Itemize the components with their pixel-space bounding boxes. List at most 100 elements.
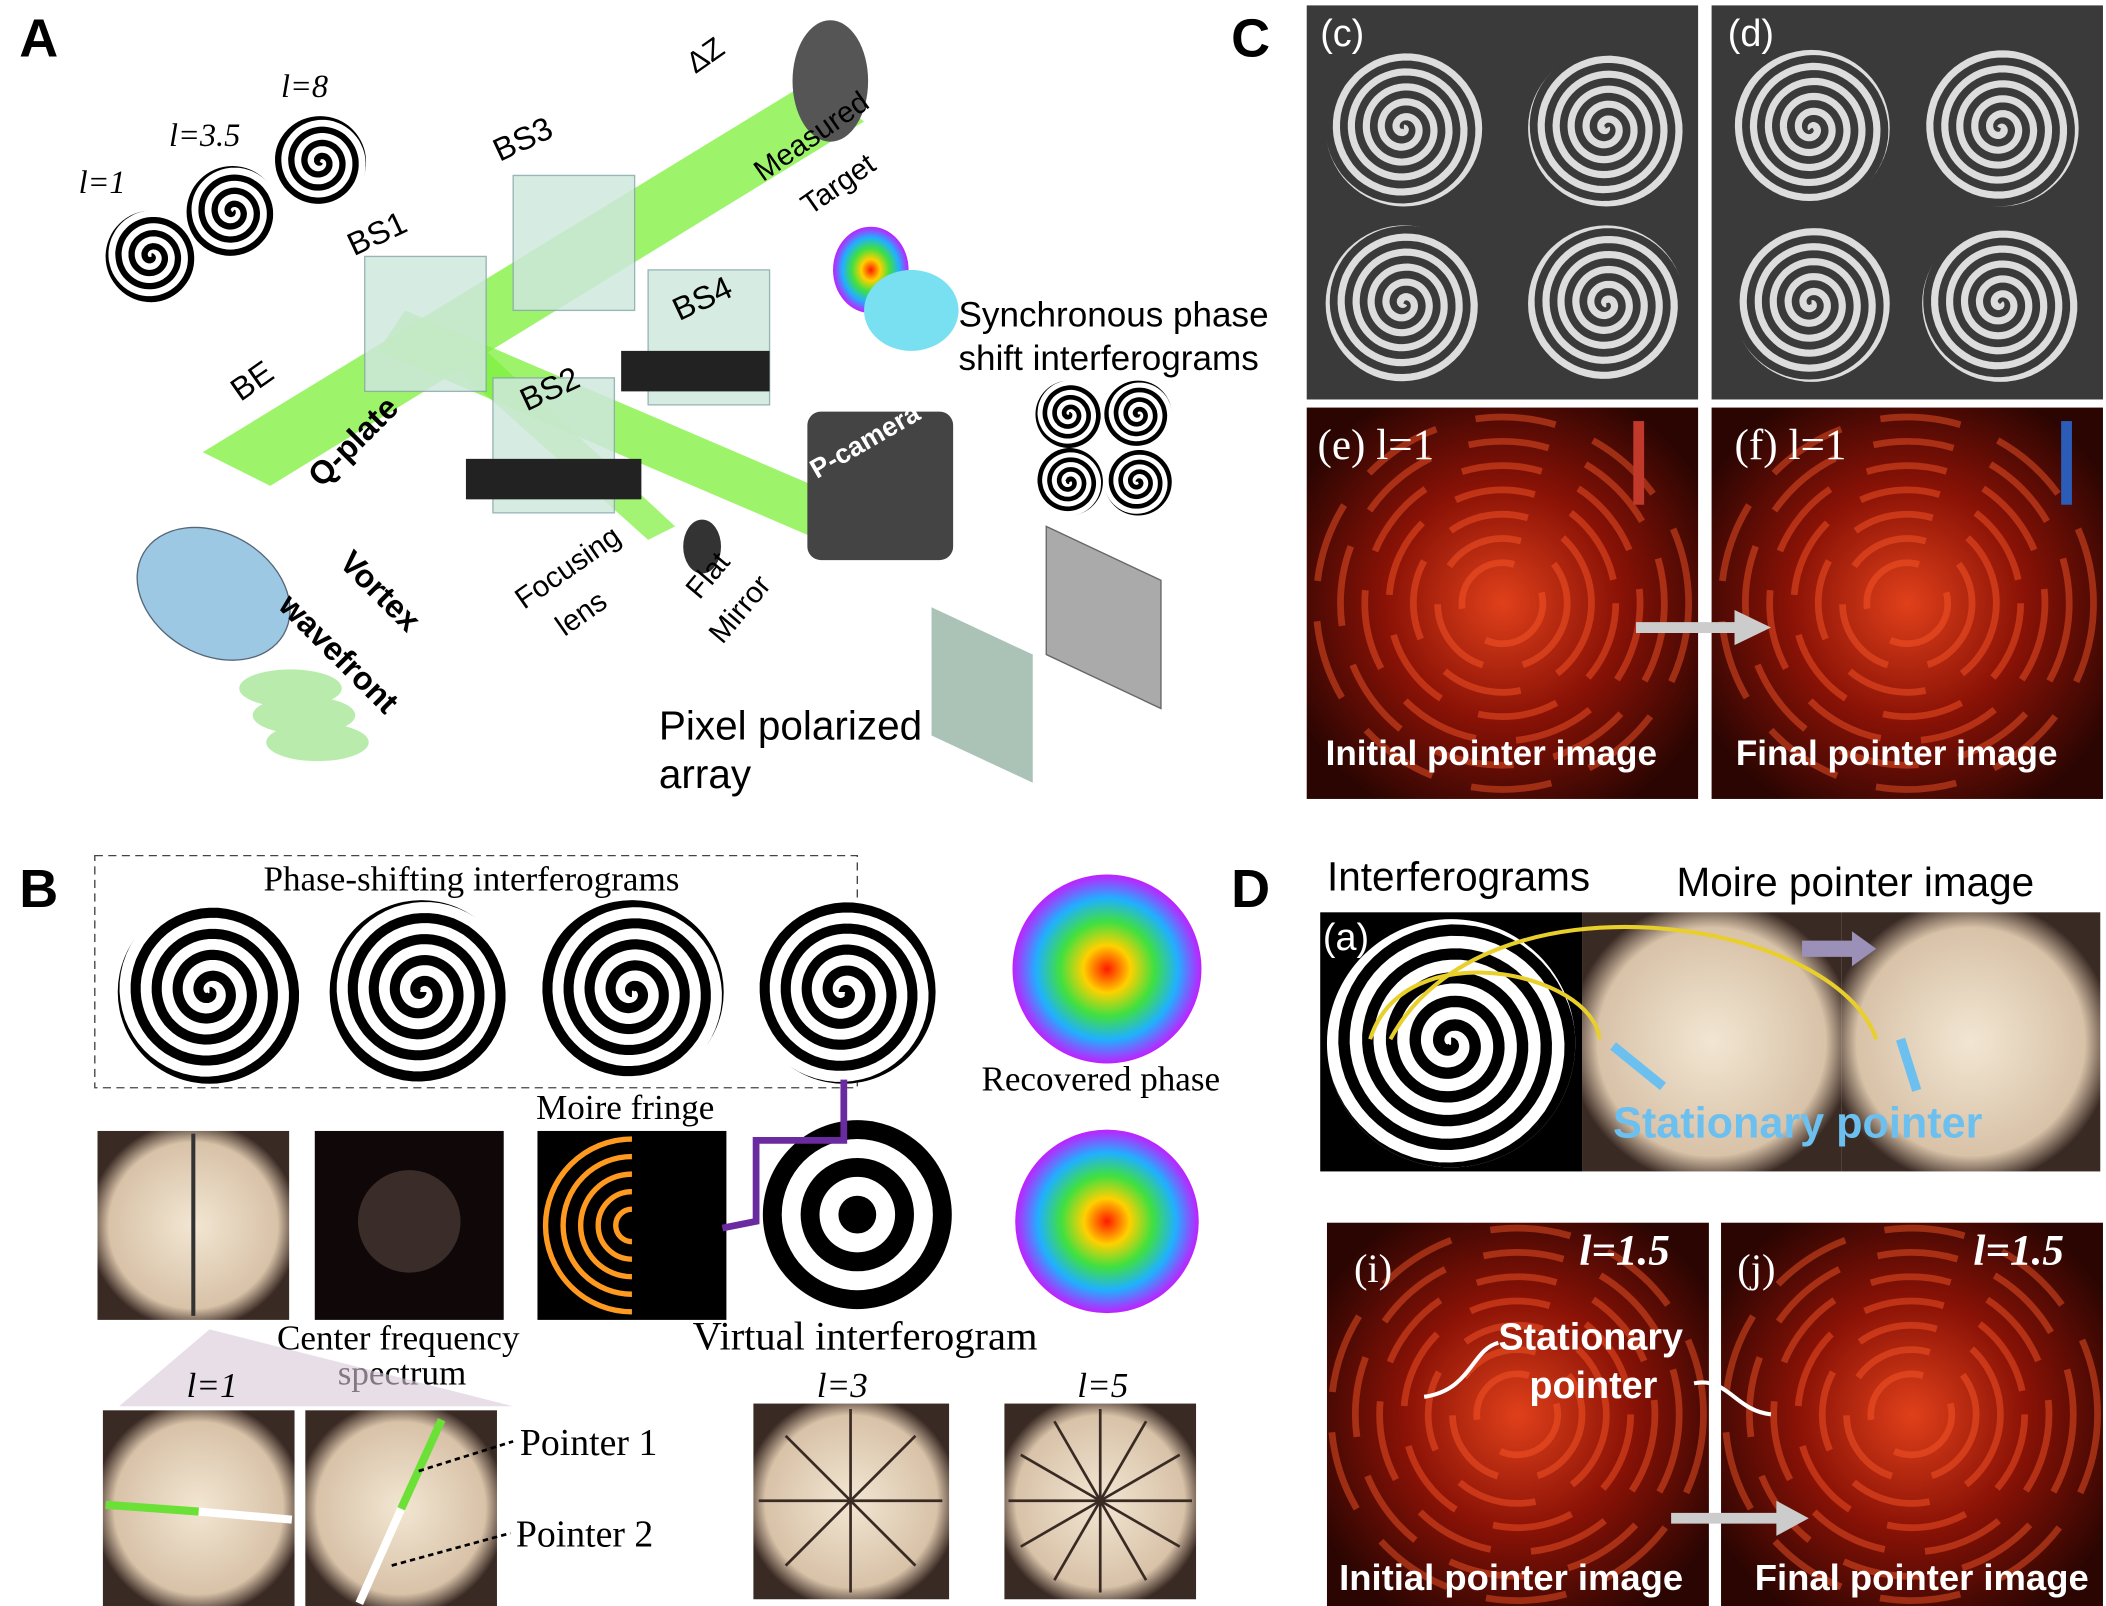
grey-interferogram <box>1922 225 2079 382</box>
panel-label-d: D <box>1231 859 1270 919</box>
pointer-2-line <box>355 1507 405 1605</box>
heatmap-fringe <box>1424 1321 1610 1507</box>
heatmap-fringe <box>1449 1346 1586 1483</box>
heatmap-fringe <box>1766 462 2049 745</box>
spiral-arm <box>275 116 367 208</box>
correspondence-arc <box>1368 970 1602 1040</box>
petal-boundary <box>1053 1500 1102 1581</box>
l5-label: l=5 <box>1077 1366 1128 1405</box>
sync-interferogram <box>1035 380 1103 449</box>
petal-boundary <box>849 1434 917 1502</box>
zoom-wedge <box>119 1329 514 1407</box>
heatmap-fringe <box>1717 413 2097 793</box>
virtual-interferogram <box>762 1120 952 1310</box>
heatmap-fringe <box>1863 559 1952 648</box>
heatmap-fringe <box>1741 437 2073 769</box>
flat-mirror <box>683 519 722 574</box>
callout-line <box>1693 1380 1772 1417</box>
pointer-1-line <box>105 1500 200 1516</box>
petal-boundary <box>1099 1420 1148 1502</box>
virtual-ring <box>838 1195 877 1234</box>
sublabel-f: (f) l=1 <box>1735 422 1847 469</box>
p-camera <box>807 411 954 561</box>
stationary-pointer-mark <box>1896 1037 1922 1092</box>
initial-pointer-caption: Initial pointer image <box>1326 734 1657 773</box>
heatmap-fringe <box>1376 1273 1659 1556</box>
q-plate-disc <box>136 526 291 661</box>
moire-ring <box>560 1153 632 1297</box>
pixel-sensor <box>1045 525 1162 710</box>
moire-ring <box>542 1136 632 1315</box>
cube-mount <box>465 458 642 500</box>
heatmap-fringe <box>1746 1249 2077 1580</box>
be-label: BE <box>224 354 280 408</box>
panel-d: Interferograms Moire pointer image (a) S… <box>1320 854 2103 1606</box>
grey-interferogram <box>1325 49 1483 207</box>
sync-label: shift interferograms <box>959 339 1259 378</box>
heatmap-fringe <box>1458 559 1547 648</box>
virtual-interferogram-label: Virtual interferogram <box>693 1314 1038 1359</box>
panel-label-a: A <box>19 9 58 69</box>
grey-interferogram <box>1528 49 1685 207</box>
pixel-array-label: Pixel polarized <box>659 703 922 749</box>
heatmap-fringe <box>1473 1370 1562 1459</box>
spiral-arm <box>1035 380 1103 449</box>
spiral-arm <box>752 900 936 1084</box>
spiral-arm <box>540 900 724 1084</box>
panel-b: Phase-shifting interferograms Recovered … <box>94 854 1220 1606</box>
sync-interferogram <box>1104 380 1172 449</box>
moire-ring <box>578 1171 632 1280</box>
pixel-array-label: array <box>659 751 752 797</box>
callout-line <box>1423 1340 1500 1399</box>
petal-boundary <box>1020 1453 1101 1502</box>
spiral-arm <box>1104 448 1172 516</box>
beam-splitter-cube <box>364 255 487 393</box>
grey-interferogram <box>1733 49 1890 207</box>
order-label-i: l=1.5 <box>1579 1228 1670 1275</box>
grey-interferogram <box>1325 225 1483 382</box>
heatmap-fringe <box>1790 486 2025 721</box>
final-pointer-caption-d: Final pointer image <box>1755 1557 2089 1598</box>
arrow-head <box>1734 610 1771 646</box>
bs3-label: BS3 <box>487 110 558 168</box>
pointer-2-label: Pointer 2 <box>516 1514 653 1556</box>
heatmap-fringe <box>1327 1224 1707 1604</box>
flow-arrow <box>721 1079 848 1232</box>
spiral-l8 <box>274 116 367 208</box>
initial-pointer-caption-d: Initial pointer image <box>1339 1557 1683 1598</box>
interferograms-label: Interferograms <box>1327 854 1590 900</box>
recovered-phase-label: Recovered phase <box>981 1059 1220 1098</box>
petal-boundary <box>1099 1500 1148 1581</box>
polarizer-array <box>931 607 1033 783</box>
spiral-arm <box>1325 225 1483 382</box>
spiral-arm <box>1733 225 1890 382</box>
heatmap-fringe <box>1839 535 1976 672</box>
interferogram-spiral <box>1326 919 1576 1168</box>
petal-boundary <box>1020 1499 1101 1548</box>
heatmap-fringe <box>1843 1346 1980 1483</box>
final-pointer-heatmap-d <box>1721 1222 2103 1606</box>
sublabel-e: (e) l=1 <box>1318 422 1435 469</box>
spiral-arm <box>1922 49 2079 207</box>
petal-boundary <box>849 1499 917 1567</box>
delta-z-label: ΔZ <box>680 31 730 80</box>
l3-label: l=3 <box>817 1366 868 1405</box>
heatmap-fringe <box>1794 1297 2029 1532</box>
heatmap-fringe <box>1385 486 1620 721</box>
spiral-arm <box>329 900 514 1084</box>
moire-pointer-initial <box>1582 912 1842 1172</box>
spiral-arm <box>1035 448 1103 516</box>
initial-pointer-heatmap <box>1306 407 1699 799</box>
pointer-1-line <box>397 1418 446 1511</box>
panel-label-b: B <box>19 859 58 919</box>
grey-interferogram <box>1733 225 1890 382</box>
spiral-arm <box>117 900 302 1084</box>
heatmap-fringe <box>1721 1224 2101 1604</box>
phase-shifted-interferogram <box>329 900 514 1084</box>
pointer-1-label: Pointer 1 <box>520 1422 657 1464</box>
recovered-phase-map <box>1012 874 1202 1064</box>
beam-splitter-cube <box>512 174 636 312</box>
correspondence-arc <box>1388 924 1879 1041</box>
vortex-label: Vortex <box>333 544 428 639</box>
